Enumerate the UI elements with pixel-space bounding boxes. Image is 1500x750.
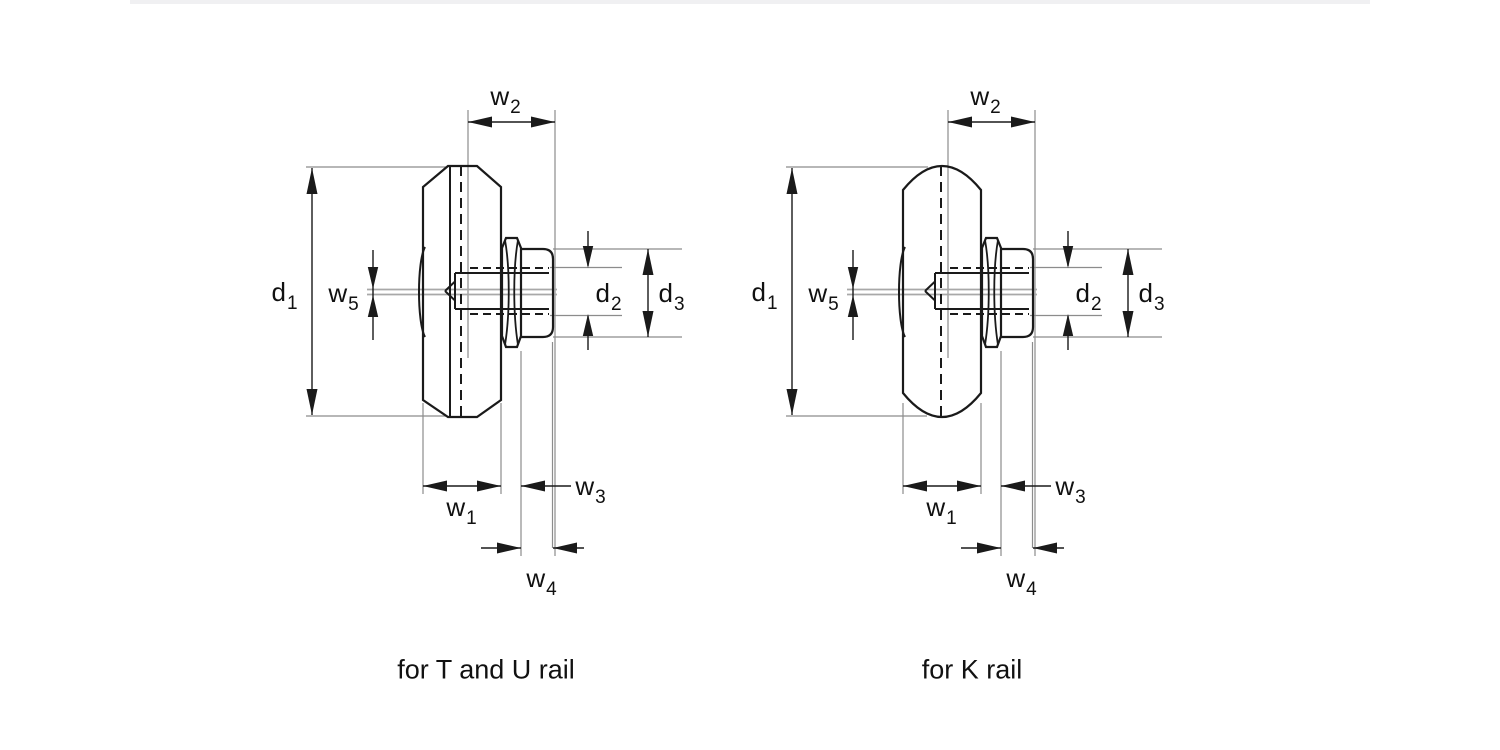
- caption-k-rail: for K rail: [921, 654, 1023, 685]
- dim-label-w2: w2: [490, 81, 521, 119]
- caption-t-u-rail: for T and U rail: [397, 654, 575, 685]
- wheel-outline-crowned: [901, 165, 983, 418]
- dim-label-d3: d3: [1138, 278, 1165, 316]
- dim-label-d1: d1: [751, 277, 778, 315]
- diagram-k-rail: [786, 110, 1162, 556]
- dim-label-d2: d2: [1075, 278, 1102, 316]
- dim-label-w1: w1: [926, 492, 957, 530]
- top-divider-strip: [130, 0, 1370, 4]
- diagram-t-u-rail: [306, 110, 682, 556]
- dim-label-w4: w4: [1006, 563, 1037, 601]
- dim-label-d3: d3: [658, 278, 685, 316]
- dim-label-w3: w3: [575, 471, 606, 509]
- dim-label-w1: w1: [446, 492, 477, 530]
- dim-label-d1: d1: [271, 277, 298, 315]
- dim-label-w5: w5: [328, 278, 359, 316]
- dim-label-w3: w3: [1055, 471, 1086, 509]
- wheel-outline-cylindrical: [421, 164, 503, 419]
- dim-label-w4: w4: [526, 563, 557, 601]
- dim-label-w5: w5: [808, 278, 839, 316]
- dim-label-d2: d2: [595, 278, 622, 316]
- dim-label-w2: w2: [970, 81, 1001, 119]
